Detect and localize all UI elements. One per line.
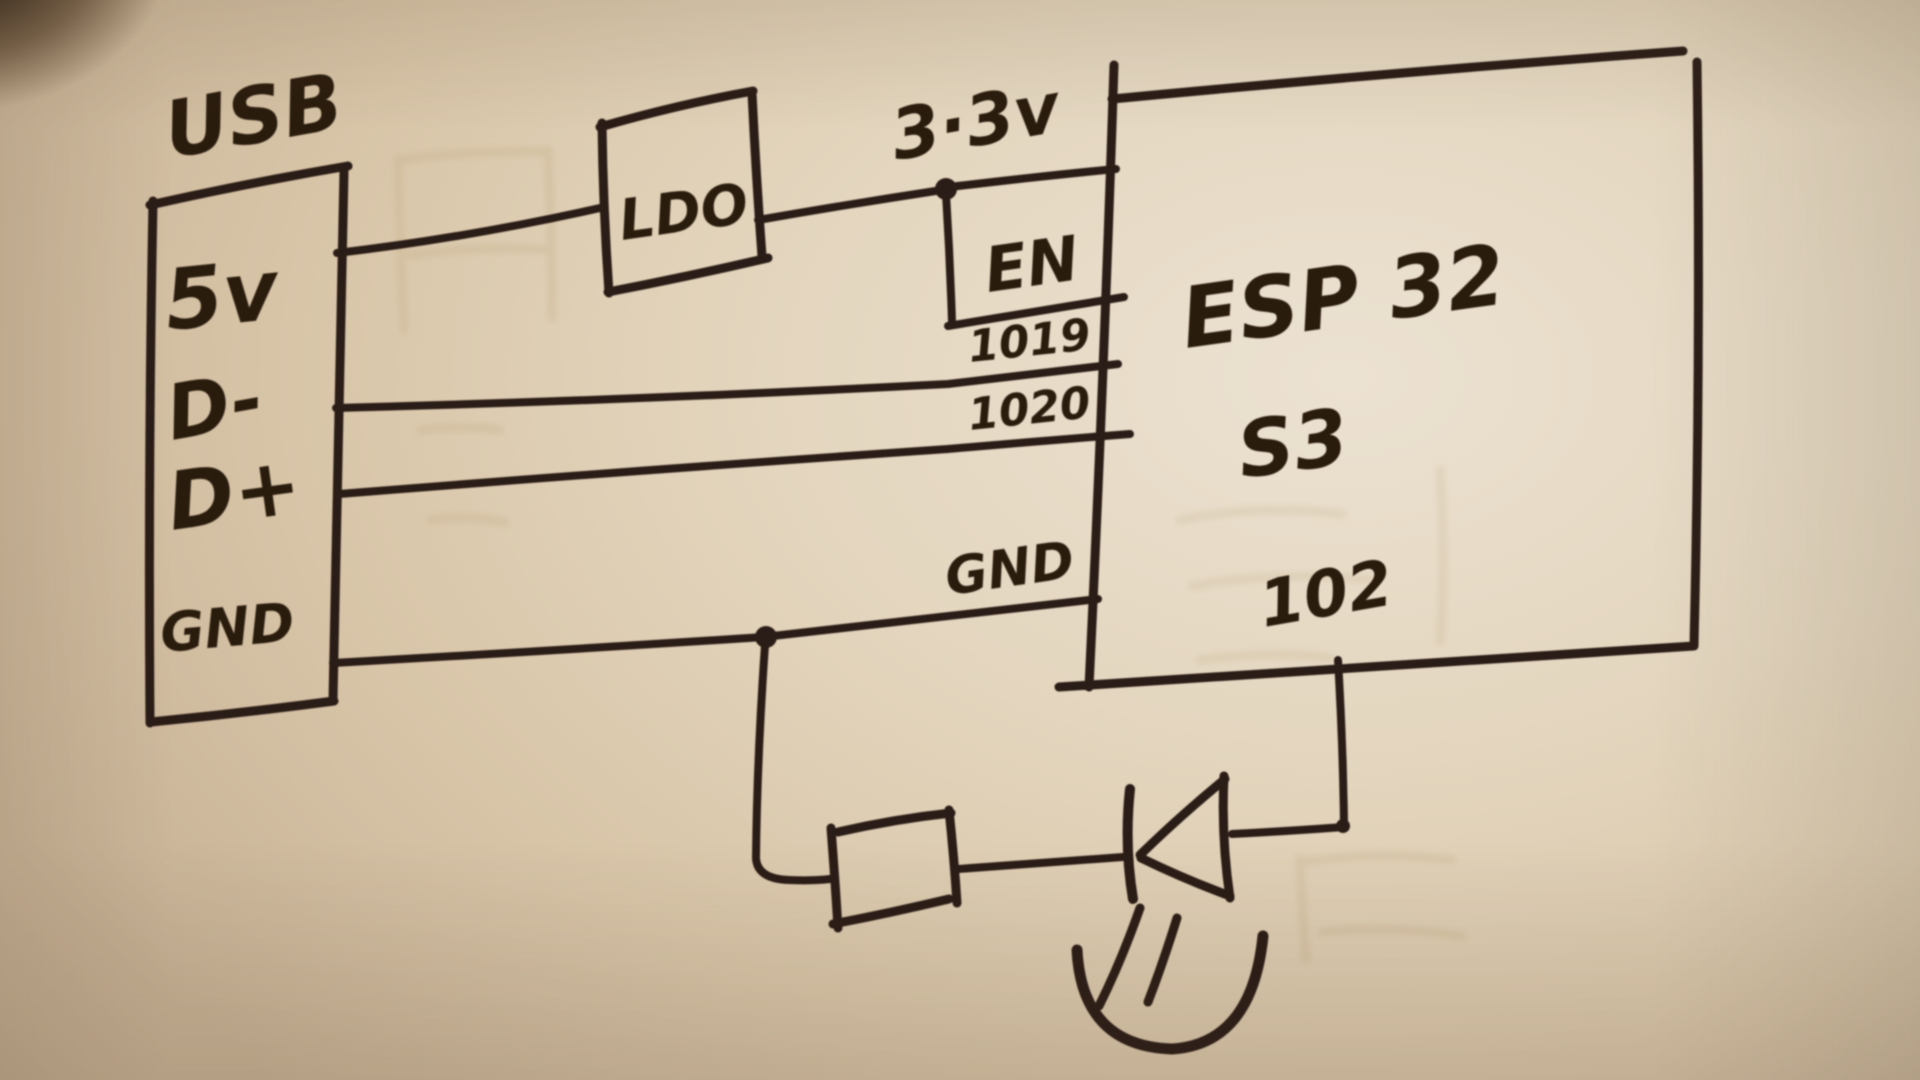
- ghost-box-bottom-right: [1295, 850, 1467, 965]
- rail-3v3-label: 3·3v: [885, 66, 1069, 177]
- wire-ldo-to-3v3: [754, 186, 946, 224]
- led-cathode-bar: [1122, 784, 1138, 904]
- resistor-box: [826, 805, 962, 933]
- wire-usbgnd-to-espgnd: [329, 595, 1102, 667]
- light-ray-1-icon: [1094, 903, 1145, 1011]
- ldo-regulator: LDO: [595, 86, 773, 298]
- light-ray-2-icon: [1143, 913, 1182, 1007]
- usb-pin-dminus-label: D-: [160, 353, 270, 457]
- resistor: [826, 805, 962, 933]
- junction-dot-io2-corner: [1336, 819, 1350, 833]
- light-emission-marks: [1071, 903, 1269, 1055]
- wire-gnd-to-resistor: [752, 641, 834, 885]
- usb-label: USB: [158, 57, 350, 177]
- ghost-marks-left: [415, 423, 510, 527]
- wire-io2-to-led: [1228, 656, 1348, 838]
- wire-resistor-to-led: [954, 853, 1127, 873]
- ldo-label: LDO: [615, 171, 753, 253]
- led: [1071, 771, 1269, 1055]
- led-triangle: [1135, 771, 1235, 903]
- esp32-title: ESP 32: [1175, 225, 1511, 367]
- esp32-pin-en-label: EN: [980, 221, 1083, 306]
- power-rail-3v3: 3·3v: [885, 66, 1069, 177]
- esp32-subtitle: S3: [1232, 392, 1354, 496]
- esp32-pin-io2-label: 102: [1254, 547, 1398, 643]
- wire-dplus-to-io20: [335, 430, 1134, 498]
- wire-3v3-to-esp: [946, 165, 1120, 191]
- usb-pin-gnd-label: GND: [158, 590, 297, 664]
- usb-connector: USB 5v D- D+ GND: [144, 57, 353, 728]
- esp32-pin-gnd-label: GND: [941, 530, 1077, 607]
- usb-pin-5v-label: 5v: [160, 240, 285, 350]
- esp32-pin-io20-label: 1020: [966, 377, 1093, 441]
- usb-pin-dplus-label: D+: [162, 438, 307, 549]
